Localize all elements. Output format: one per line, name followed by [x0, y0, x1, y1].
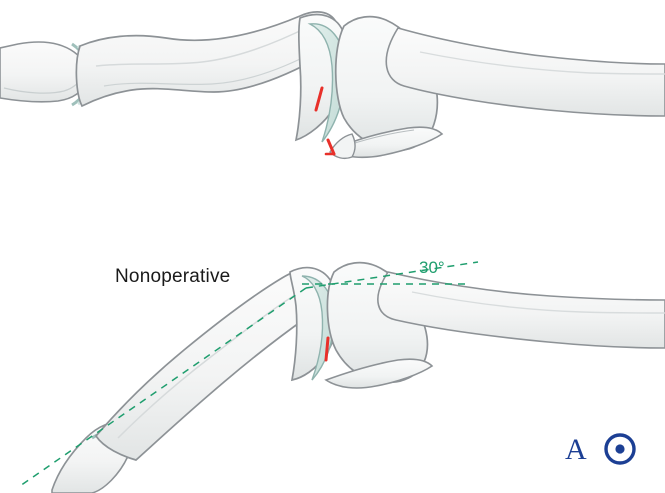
angle-value-label: 30°	[419, 258, 445, 277]
top-volar-plate	[330, 126, 444, 159]
bottom-middle-highlight	[117, 291, 301, 439]
bottom-proximal-shaft	[377, 271, 665, 349]
svg-text:A: A	[565, 433, 587, 466]
ao-logo-icon: A	[565, 433, 636, 466]
top-middle-phalanx-shade	[103, 49, 319, 87]
top-proximal-shaft-highlight	[419, 51, 665, 75]
top-fracture-line-volar	[326, 138, 336, 156]
angle-line-proximal-axis	[305, 261, 479, 289]
top-panel-group	[0, 11, 665, 160]
top-volar-fragment	[329, 133, 356, 160]
top-middle-phalanx-highlight	[95, 25, 311, 67]
bottom-panel-group	[19, 261, 665, 493]
angle-line-middle-axis	[19, 287, 307, 487]
bottom-volar-plate	[324, 358, 434, 389]
bottom-proximal-shaft-highlight	[411, 291, 665, 314]
top-fracture-line-dorsal	[314, 86, 324, 112]
top-proximal-shaft	[385, 27, 665, 117]
nonoperative-label: Nonoperative	[115, 266, 231, 287]
bottom-fracture-line	[324, 336, 330, 362]
